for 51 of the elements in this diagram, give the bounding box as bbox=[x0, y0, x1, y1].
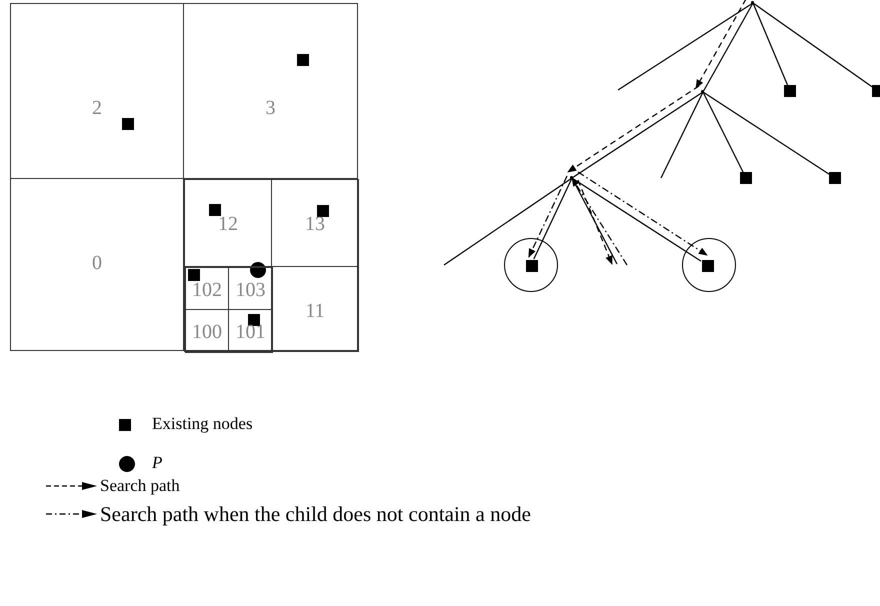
highlight-circle bbox=[682, 238, 736, 292]
tree-branch bbox=[752, 2, 788, 86]
search-path-arrow bbox=[578, 172, 708, 256]
grid-cell bbox=[184, 179, 272, 267]
grid-cell bbox=[228, 309, 273, 353]
grid-cell bbox=[184, 266, 272, 352]
leaf-square bbox=[740, 172, 752, 184]
grid-cell bbox=[185, 267, 229, 310]
legend-text: P bbox=[152, 453, 162, 473]
cell-number: 12 bbox=[217, 213, 239, 235]
tree-branch bbox=[752, 2, 872, 88]
search-path-arrow bbox=[567, 86, 700, 172]
tree-junction bbox=[570, 176, 573, 179]
grid-cell bbox=[183, 178, 358, 351]
tree-branch bbox=[702, 92, 830, 175]
grid-cell bbox=[10, 178, 184, 351]
tree-junction bbox=[751, 1, 754, 4]
legend-text: Search path when the child does not contain a node bbox=[100, 502, 531, 527]
search-path-arrow bbox=[577, 180, 613, 265]
grid-cell bbox=[185, 309, 229, 353]
cell-number: 103 bbox=[234, 279, 266, 301]
search-path-arrow bbox=[572, 177, 628, 266]
tree-branch bbox=[702, 92, 744, 172]
grid-cell bbox=[10, 3, 184, 179]
cell-number: 13 bbox=[304, 213, 326, 235]
grid-cell bbox=[228, 267, 273, 310]
highlight-circle bbox=[504, 238, 558, 292]
tree-branch bbox=[572, 92, 704, 178]
grid-cell bbox=[271, 179, 359, 267]
cell-number: 2 bbox=[91, 97, 103, 119]
cell-number: 11 bbox=[304, 300, 326, 322]
leaf-square bbox=[526, 260, 538, 272]
tree-junction bbox=[701, 90, 704, 93]
leaf-square bbox=[784, 85, 796, 97]
search-path-arrow bbox=[695, 0, 747, 89]
tree-branch bbox=[618, 2, 754, 90]
tree-branch bbox=[660, 92, 704, 178]
leaf-square bbox=[829, 172, 841, 184]
legend-text: Existing nodes bbox=[152, 414, 253, 434]
cell-number: 3 bbox=[264, 97, 276, 119]
leaf-square bbox=[702, 260, 714, 272]
grid-cell bbox=[183, 3, 358, 179]
cell-number: 102 bbox=[191, 279, 223, 301]
cell-number: 0 bbox=[91, 252, 103, 274]
tree-branch bbox=[444, 178, 572, 266]
cell-number: 101 bbox=[234, 321, 266, 343]
legend-text: Search path bbox=[100, 476, 180, 496]
tree-branch bbox=[702, 2, 754, 92]
cell-number: 100 bbox=[191, 321, 223, 343]
tree-branch bbox=[572, 178, 702, 262]
grid-cell bbox=[271, 266, 359, 352]
